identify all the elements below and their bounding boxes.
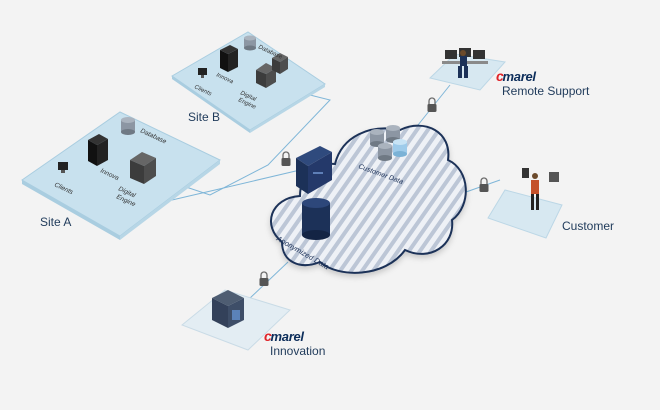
remote-support-brand-logo: cmarel xyxy=(496,68,536,84)
remote-support-label: Remote Support xyxy=(502,84,590,98)
brand-name: marel xyxy=(270,329,305,344)
link-site-a-to-cloud xyxy=(171,169,301,201)
database-icon xyxy=(370,129,384,147)
site-b-label: Site B xyxy=(188,110,221,124)
site-b-database-icon xyxy=(244,35,256,51)
customer-operator-icon xyxy=(522,168,559,210)
innovation-equipment-icon xyxy=(212,290,244,328)
database-icon xyxy=(393,139,407,157)
innovation-label: Innovation xyxy=(270,344,326,358)
remote-support-workstation-icon xyxy=(442,48,488,78)
site-b-digital-engine-icon xyxy=(256,53,288,88)
site-a-innova-server-icon xyxy=(88,134,108,166)
brand-name: marel xyxy=(502,69,537,84)
site-a-platform xyxy=(21,111,221,240)
lock-icon xyxy=(281,151,291,166)
site-b-platform xyxy=(171,31,326,133)
site-a-label: Site A xyxy=(40,215,72,229)
lock-icon xyxy=(479,177,489,192)
database-icon xyxy=(378,143,392,161)
lock-icon xyxy=(259,271,269,286)
site-b-innova-server-icon xyxy=(220,45,238,72)
innovation-brand-logo: cmarel xyxy=(264,328,304,344)
lock-icon xyxy=(427,97,437,112)
site-b-clients-monitor-icon xyxy=(198,68,207,78)
site-a-digital-engine-icon xyxy=(130,152,156,184)
cloud-gateway-server xyxy=(296,146,332,194)
site-a-database-icon xyxy=(121,117,135,135)
customer-data-store xyxy=(370,125,407,161)
customer-label: Customer xyxy=(562,219,615,233)
link-site-b-to-cloud xyxy=(179,87,331,196)
customer-platform xyxy=(487,189,563,239)
anonymized-data-store xyxy=(302,198,330,240)
site-a-clients-monitor-icon xyxy=(58,162,68,173)
